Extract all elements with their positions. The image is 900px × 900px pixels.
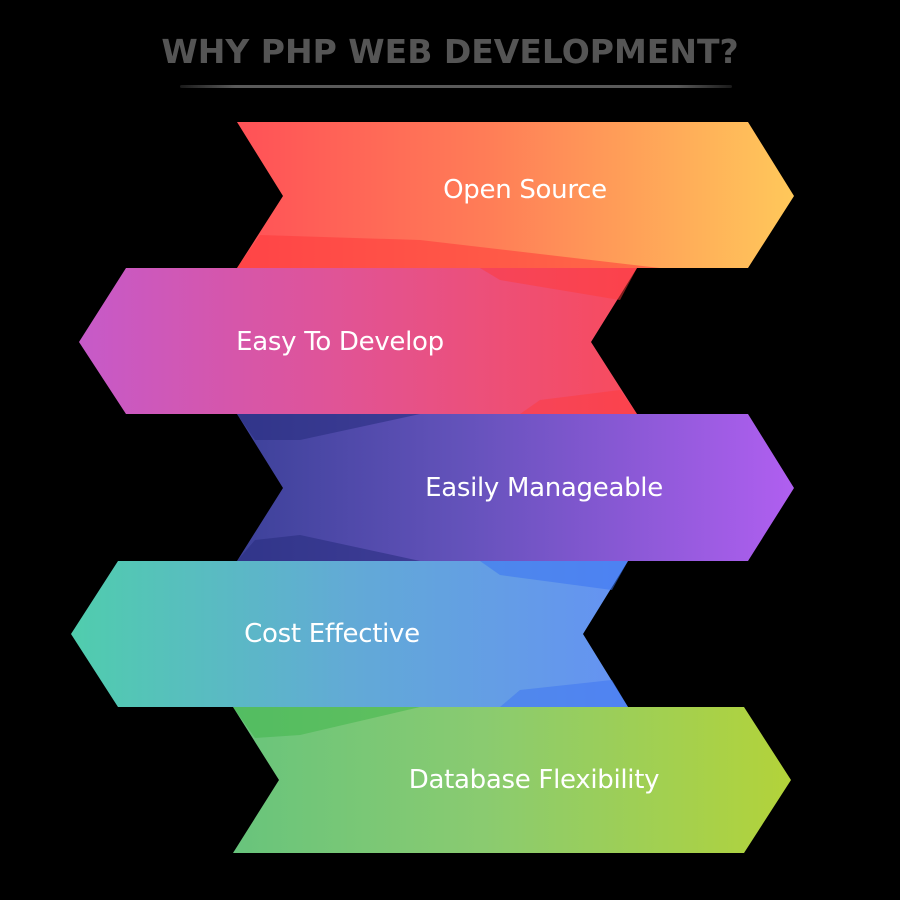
chevron-easily-manageable [237, 414, 794, 561]
label-open-source: Open Source [443, 175, 607, 205]
label-easily-manageable: Easily Manageable [425, 473, 663, 503]
page-title: WHY PHP WEB DEVELOPMENT? [161, 32, 739, 71]
label-easy-to-develop: Easy To Develop [236, 327, 444, 357]
chevron-cost-effective [71, 561, 628, 707]
chevron-easy-to-develop [79, 268, 637, 414]
chevron-database-flexibility [233, 707, 791, 853]
label-database-flexibility: Database Flexibility [408, 765, 660, 795]
chevron-open-source [237, 122, 794, 268]
title-underline [180, 85, 732, 88]
label-cost-effective: Cost Effective [244, 619, 420, 649]
